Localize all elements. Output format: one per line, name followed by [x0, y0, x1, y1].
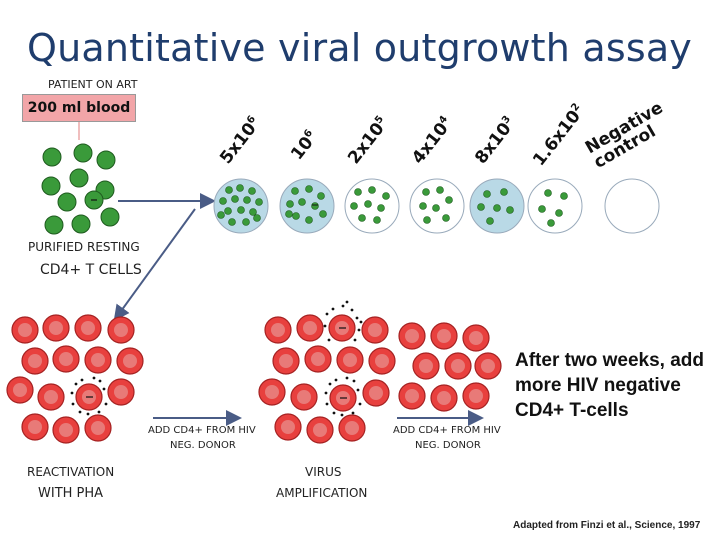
purified-label-2: CD4+ T CELLS: [40, 262, 142, 278]
virus-label-2: AMPLIFICATION: [276, 486, 368, 500]
add-donor-label-2b: NEG. DONOR: [415, 440, 481, 451]
reactivation-label-1: REACTIVATION: [27, 465, 115, 479]
virus-particles-2: [323, 300, 363, 417]
green-cell-cluster: [41, 143, 120, 235]
well-10-6: [279, 178, 335, 234]
note-text: After two weeks, add more HIV negative C…: [515, 350, 704, 421]
credit-text: Adapted from Finzi et al., Science, 1997: [513, 520, 701, 531]
virus-particles-1: [70, 376, 108, 416]
virus-label-1: VIRUS: [305, 465, 342, 479]
patient-label: PATIENT ON ART: [48, 78, 138, 91]
add-donor-label-1: ADD CD4+ FROM HIV: [148, 425, 256, 436]
arrow-to-culture: [113, 208, 196, 322]
add-donor-label-1b: NEG. DONOR: [170, 440, 236, 451]
purified-label-1: PURIFIED RESTING: [28, 240, 140, 254]
page-title: Quantitative viral outgrowth assay: [27, 26, 692, 70]
blood-box: 200 ml blood: [22, 94, 136, 122]
culture-reactivation: [6, 314, 144, 444]
well-1.6x10-2: [527, 178, 583, 234]
reactivation-label-2: WITH PHA: [38, 486, 104, 501]
add-donor-label-2: ADD CD4+ FROM HIV: [393, 425, 501, 436]
well-negative-control: [604, 178, 660, 234]
well-2x10-5: [344, 178, 400, 234]
well-4x10-4: [409, 178, 465, 234]
well-8x10-3: [469, 178, 525, 234]
well-5x10-6: [213, 178, 269, 234]
